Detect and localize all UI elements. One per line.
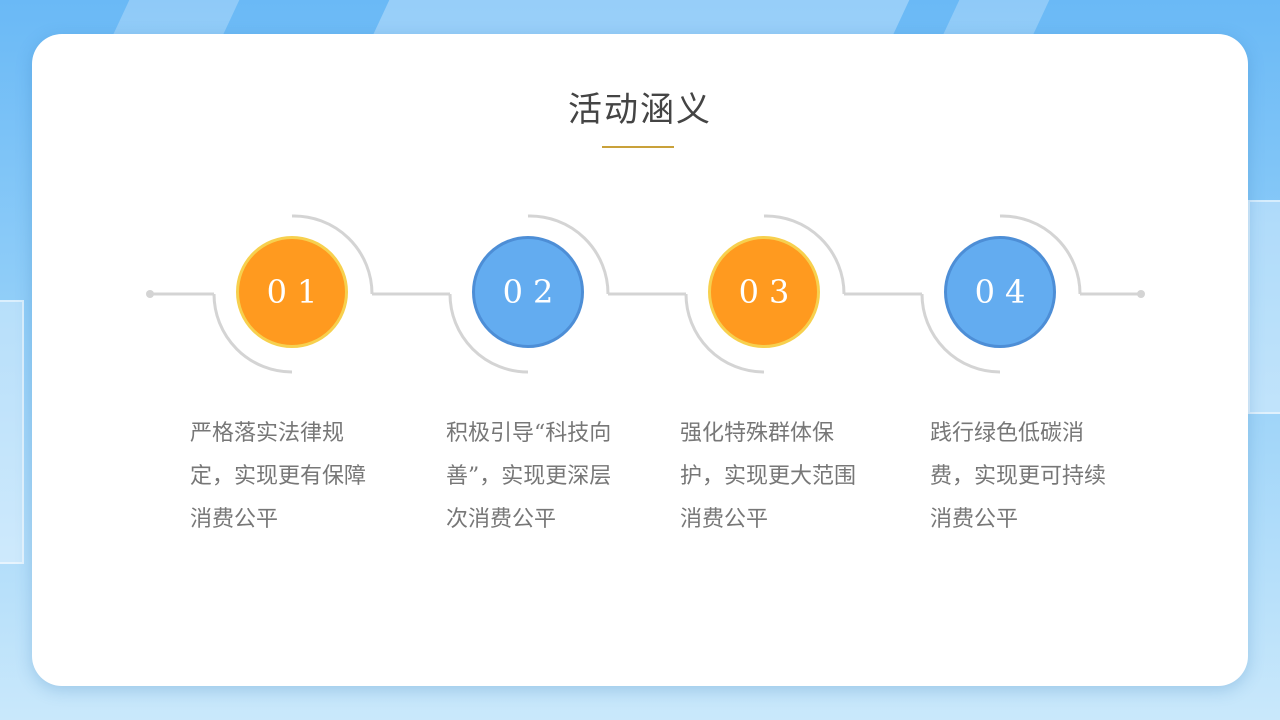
step-number-4: 04 bbox=[974, 273, 1036, 311]
title-underline bbox=[602, 146, 674, 148]
step-description-3: 强化特殊群体保护，实现更大范围消费公平 bbox=[680, 421, 857, 532]
step-circle-3: 03 bbox=[708, 236, 820, 348]
step-description-4: 践行绿色低碳消费，实现更可持续消费公平 bbox=[930, 421, 1107, 532]
content-card bbox=[32, 34, 1248, 686]
page-title: 活动涵义 bbox=[568, 90, 712, 130]
step-description-2: 积极引导“科技向善”，实现更深层次消费公平 bbox=[446, 421, 612, 532]
step-circle-1: 01 bbox=[236, 236, 348, 348]
step-number-2: 02 bbox=[502, 273, 564, 311]
step-description-1: 严格落实法律规定，实现更有保障消费公平 bbox=[190, 421, 367, 532]
step-number-1: 01 bbox=[266, 273, 328, 311]
step-number-3: 03 bbox=[738, 273, 800, 311]
step-circle-2: 02 bbox=[472, 236, 584, 348]
step-circle-4: 04 bbox=[944, 236, 1056, 348]
